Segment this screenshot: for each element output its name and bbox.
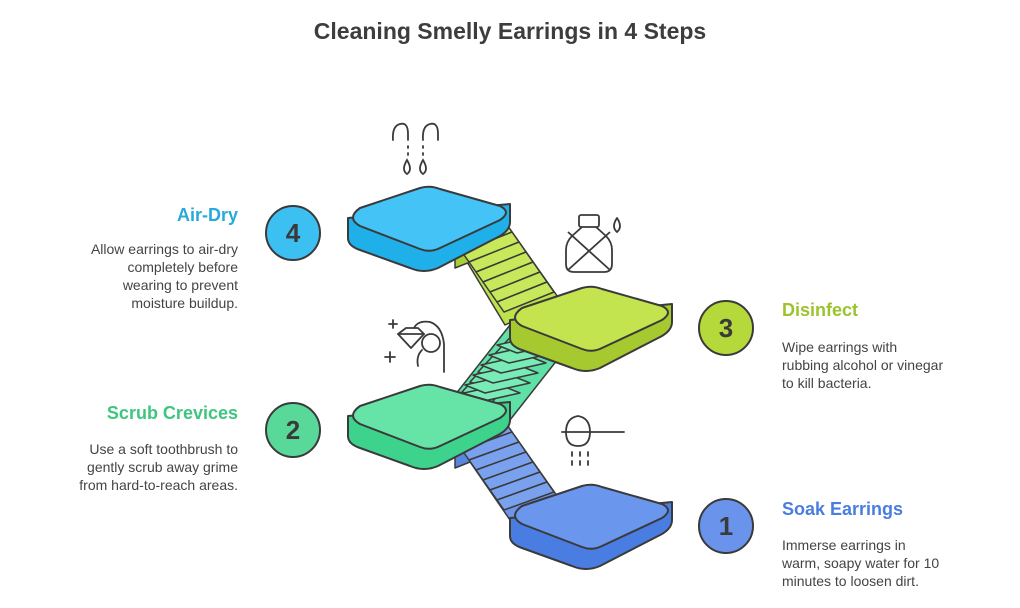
step-4-title: Air-Dry xyxy=(176,205,238,225)
step-2-description: Use a soft toothbrush to gently scrub aw… xyxy=(79,441,238,493)
platform-3 xyxy=(509,285,673,372)
step-2-title: Scrub Crevices xyxy=(106,403,238,423)
step-4-badge: 4 xyxy=(265,205,321,261)
page-title: Cleaning Smelly Earrings in 4 Steps xyxy=(313,18,707,44)
step-3-description: Wipe earrings with rubbing alcohol or vi… xyxy=(782,339,944,391)
step-1-description: Immerse earrings in warm, soapy water fo… xyxy=(782,537,940,589)
soaking-shower-icon xyxy=(561,415,625,466)
hand-with-gem-ring-icon xyxy=(384,319,445,373)
crossed-bottle-icon xyxy=(565,214,621,273)
step-4-description: Allow earrings to air-dry completely bef… xyxy=(90,241,238,311)
platform-4 xyxy=(347,185,511,272)
step-1-badge: 1 xyxy=(698,498,754,554)
step-3-badge: 3 xyxy=(698,300,754,356)
dripping-drops-icon xyxy=(391,122,439,176)
step-2-badge: 2 xyxy=(265,402,321,458)
platform-1 xyxy=(509,483,673,570)
platform-2 xyxy=(347,383,511,470)
step-1-title: Soak Earrings xyxy=(782,499,904,519)
step-3-title: Disinfect xyxy=(782,300,859,320)
